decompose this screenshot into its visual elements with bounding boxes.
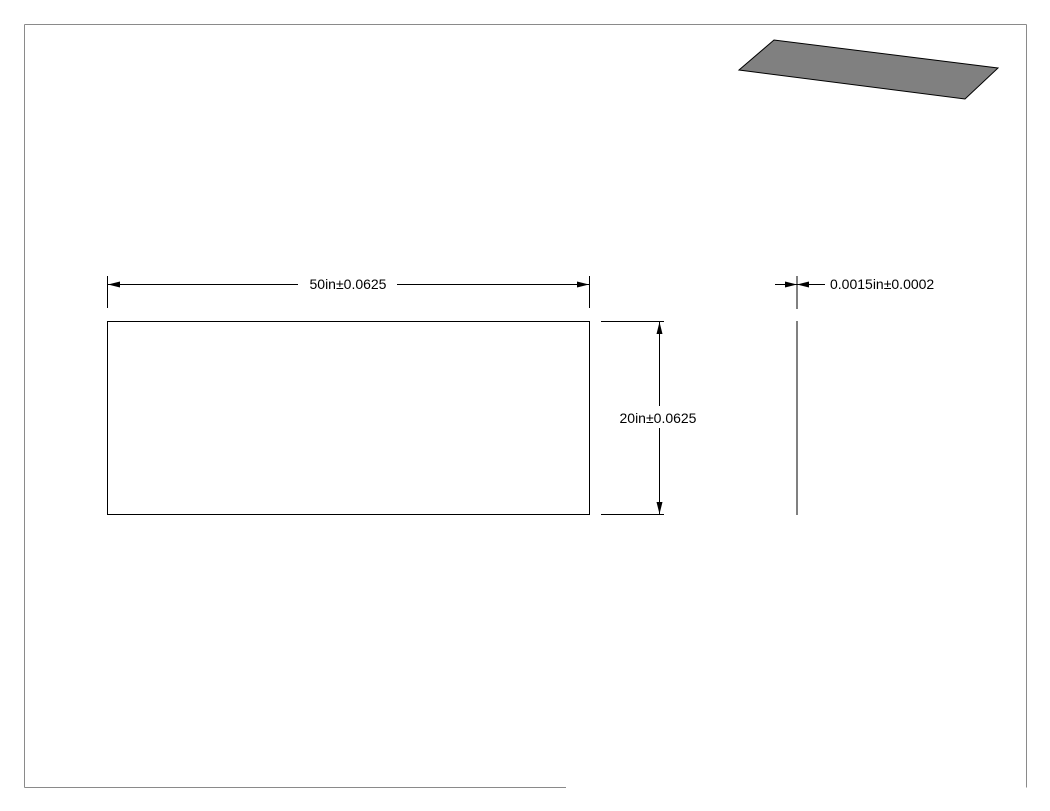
thickness-dimension-label: 0.0015in±0.0002 [830,276,934,292]
height-dimension-label: 20in±0.0625 [620,410,697,426]
width-dimension: 50in±0.0625 [107,276,590,308]
width-dimension-label: 50in±0.0625 [310,276,387,292]
thickness-dimension: 0.0015in±0.0002 [775,276,934,309]
sheet-border [24,24,1027,788]
front-view-outline [107,321,590,515]
isometric-view-sheet [737,39,1000,100]
height-dimension: 20in±0.0625 [601,321,697,515]
